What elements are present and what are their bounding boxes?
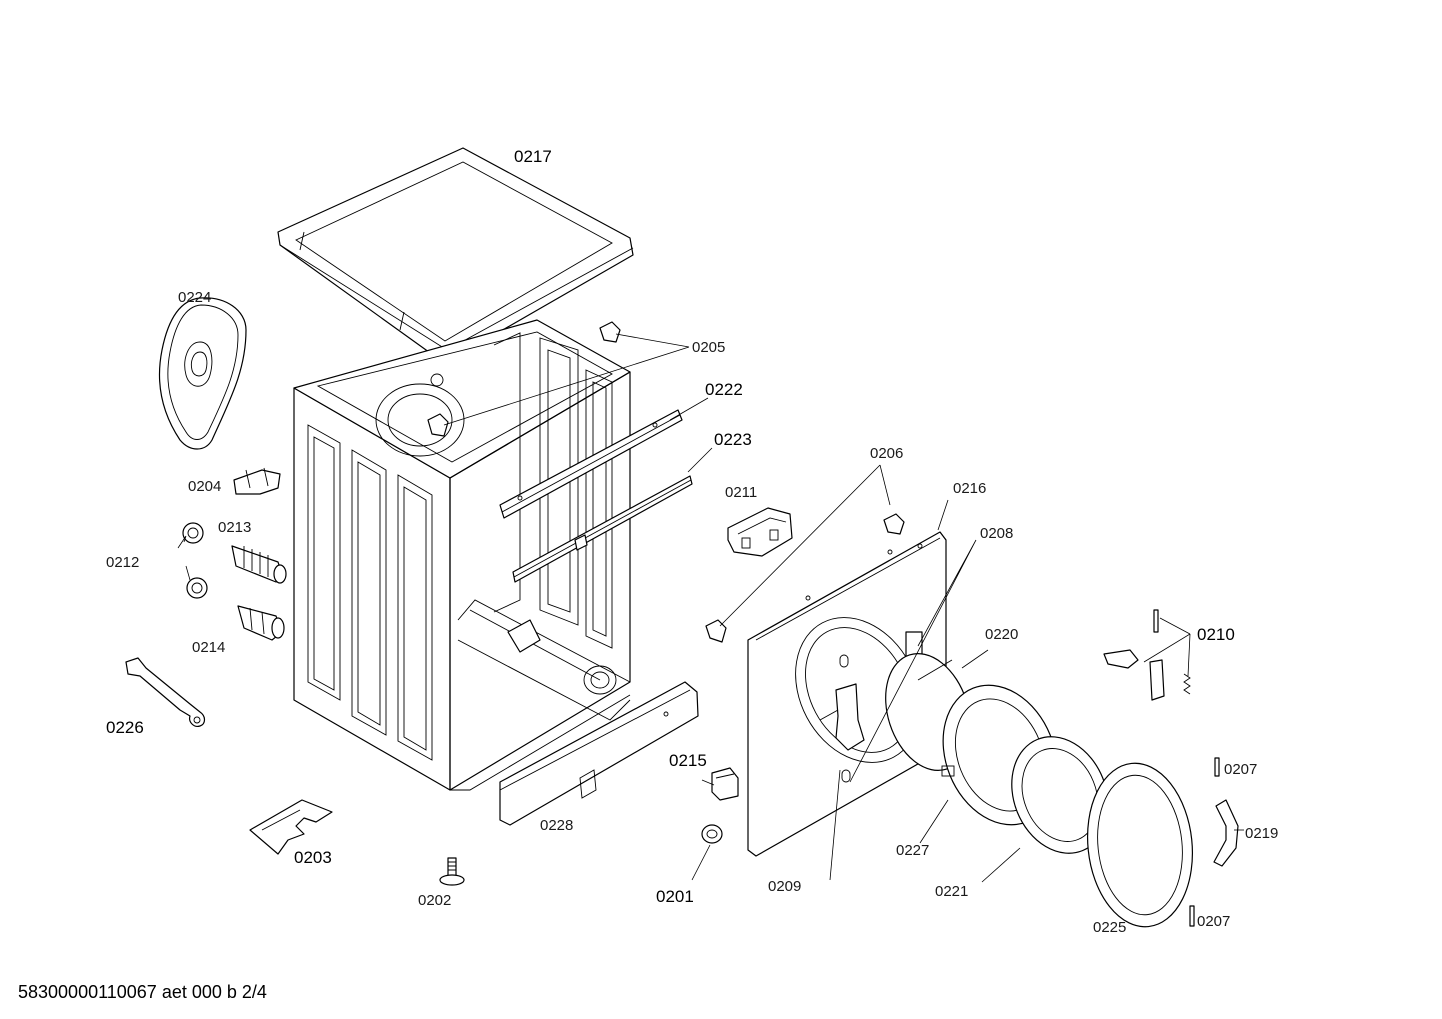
door-lock xyxy=(727,507,793,557)
spanner-wrench xyxy=(125,657,206,727)
document-id: 58300000110067 aet 000 b 2/4 xyxy=(18,982,267,1002)
foot-upper xyxy=(182,522,204,544)
label-0214: 0214 xyxy=(192,639,225,656)
label-0201: 0201 xyxy=(656,887,694,906)
drum-rear-cover xyxy=(158,297,247,450)
label-0209: 0209 xyxy=(768,878,801,895)
top-cover xyxy=(277,147,634,363)
front-clips-top xyxy=(427,321,621,437)
door-glass xyxy=(1011,736,1109,854)
label-0225: 0225 xyxy=(1093,919,1126,936)
label-0211: 0211 xyxy=(725,484,757,501)
leader-lines xyxy=(177,333,1244,883)
label-0215: 0215 xyxy=(669,751,707,770)
label-0224: 0224 xyxy=(178,289,211,306)
kickplate xyxy=(499,681,699,826)
grommet xyxy=(701,824,723,844)
label-0203: 0203 xyxy=(294,848,332,867)
hinge-pins xyxy=(1189,757,1220,927)
cross-beam-lower xyxy=(512,475,693,583)
label-0220: 0220 xyxy=(985,626,1018,643)
door-handle xyxy=(1213,799,1239,867)
shock-absorber-lower xyxy=(237,605,285,641)
label-0221: 0221 xyxy=(935,883,968,900)
hose-clip xyxy=(233,467,281,495)
door-lock-bracket xyxy=(711,767,739,801)
label-0206: 0206 xyxy=(870,445,903,462)
label-0210: 0210 xyxy=(1197,625,1235,644)
label-0207-upper: 0207 xyxy=(1224,761,1257,778)
label-0228: 0228 xyxy=(540,817,573,834)
foot-lower xyxy=(186,577,208,599)
label-0219: 0219 xyxy=(1245,825,1278,842)
leveling-screw xyxy=(439,857,465,886)
door-outer-ring xyxy=(1086,762,1194,928)
cross-beam-upper xyxy=(499,409,683,519)
transport-lock-plate xyxy=(249,799,333,855)
label-0213: 0213 xyxy=(218,519,251,536)
label-0222: 0222 xyxy=(705,380,743,399)
label-0223: 0223 xyxy=(714,430,752,449)
label-0207-lower: 0207 xyxy=(1197,913,1230,930)
part-labels: 0217 0224 0205 0222 0223 0204 0213 0212 … xyxy=(106,147,1278,936)
label-0217: 0217 xyxy=(514,147,552,166)
cabinet-frame xyxy=(293,319,631,791)
label-0216: 0216 xyxy=(953,480,986,497)
label-0205: 0205 xyxy=(692,339,725,356)
label-0227: 0227 xyxy=(896,842,929,859)
label-0204: 0204 xyxy=(188,478,221,495)
hinge-bracket xyxy=(819,683,865,751)
label-0226: 0226 xyxy=(106,718,144,737)
hinge-clip-right xyxy=(883,513,905,535)
label-0212: 0212 xyxy=(106,554,139,571)
hinge-assembly-parts xyxy=(1103,609,1191,701)
label-0202: 0202 xyxy=(418,892,451,909)
label-0208: 0208 xyxy=(980,525,1013,542)
shock-absorber xyxy=(231,545,287,584)
